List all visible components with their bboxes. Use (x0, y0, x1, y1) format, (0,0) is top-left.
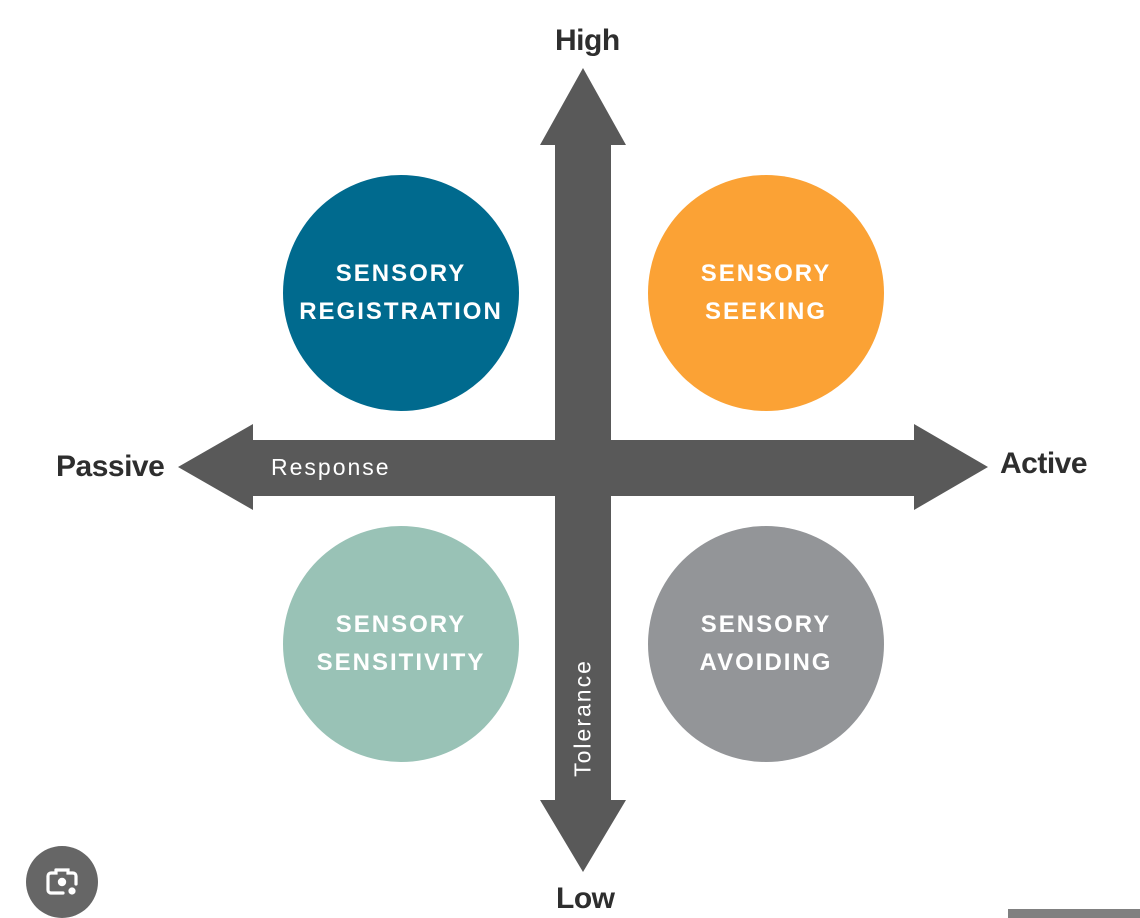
circle-sensory-registration: SENSORY REGISTRATION (283, 175, 519, 411)
circle-line2: SENSITIVITY (316, 649, 486, 676)
circle-line1: SENSORY (335, 611, 467, 638)
axis-name-response: Response (271, 454, 391, 480)
circle-line2: SEEKING (704, 298, 828, 325)
google-lens-button[interactable] (26, 846, 98, 918)
circle-sensory-avoiding: SENSORY AVOIDING (648, 526, 884, 762)
scroll-indicator (1008, 909, 1140, 918)
circle-line1: SENSORY (700, 260, 832, 287)
circle-line1: SENSORY (335, 260, 467, 287)
axis-name-tolerance: Tolerance (569, 659, 596, 777)
axis-label-passive: Passive (56, 450, 165, 483)
axis-label-active: Active (1000, 447, 1088, 480)
circle-sensory-seeking: SENSORY SEEKING (648, 175, 884, 411)
circle-sensory-sensitivity: SENSORY SENSITIVITY (283, 526, 519, 762)
circle-line2: AVOIDING (699, 649, 833, 676)
vertical-arrow (540, 68, 626, 872)
google-lens-icon (46, 868, 78, 895)
circle-line1: SENSORY (700, 611, 832, 638)
axis-label-high: High (555, 24, 620, 57)
axis-label-low: Low (556, 882, 615, 915)
circle-line2: REGISTRATION (299, 298, 503, 325)
